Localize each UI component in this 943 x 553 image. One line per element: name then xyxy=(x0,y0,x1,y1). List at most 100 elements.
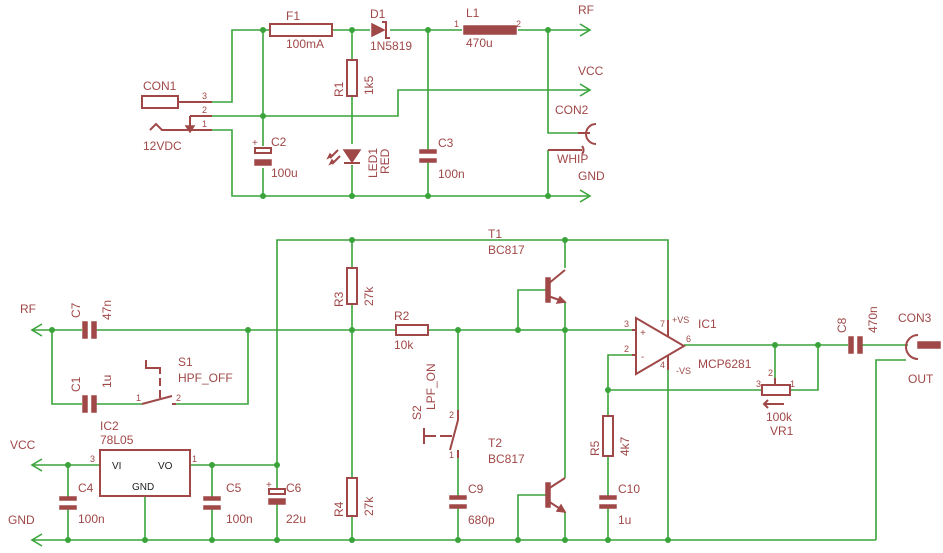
s2-pin2: 2 xyxy=(449,410,454,420)
s1-value: HPF_OFF xyxy=(178,371,233,385)
capacitor-c3 xyxy=(419,149,437,163)
r5-value: 4k7 xyxy=(618,436,632,456)
vcc-top-label: VCC xyxy=(578,64,604,78)
led1-value: RED xyxy=(378,148,392,174)
r2-value: 10k xyxy=(394,338,414,352)
out-label: OUT xyxy=(908,372,934,386)
c2-value: 100u xyxy=(271,166,298,180)
c2-label: C2 xyxy=(271,135,287,149)
c3-label: C3 xyxy=(438,136,454,150)
s1-pin2: 2 xyxy=(176,393,181,403)
con2-label: CON2 xyxy=(555,103,589,117)
con1-pin3: 3 xyxy=(202,91,207,101)
con1-pin1: 1 xyxy=(202,119,207,129)
ic1-pin3: 3 xyxy=(624,319,629,329)
c10-label: C10 xyxy=(618,482,640,496)
r1-label: R1 xyxy=(332,81,346,97)
f1-value: 100mA xyxy=(286,37,324,51)
con3-label: CON3 xyxy=(898,311,932,325)
r3-value: 27k xyxy=(362,286,376,306)
c8-value: 470n xyxy=(866,306,880,333)
led1-label: LED1 xyxy=(366,148,380,178)
c9-value: 680p xyxy=(468,513,495,527)
switch-s2 xyxy=(423,410,459,458)
switch-s1 xyxy=(141,360,176,405)
ic2-pin3: 3 xyxy=(90,454,95,464)
c2-plus: + xyxy=(252,138,258,149)
r5-label: R5 xyxy=(588,440,602,456)
resistor-r1 xyxy=(346,59,358,97)
capacitor-c9 xyxy=(449,495,467,509)
c7-value: 47n xyxy=(100,300,114,320)
gnd-top-label: GND xyxy=(578,169,605,183)
c4-label: C4 xyxy=(78,481,94,495)
c1-value: 1u xyxy=(100,375,114,388)
capacitor-c1 xyxy=(82,395,97,413)
ic2-gnd: GND xyxy=(132,482,154,493)
s1-pin1: 1 xyxy=(136,393,141,403)
con1-label: CON1 xyxy=(143,79,177,93)
rf-top-label: RF xyxy=(578,3,594,17)
vr1-pin2: 2 xyxy=(768,368,773,378)
d1-label: D1 xyxy=(370,7,386,21)
ic1-pin6: 6 xyxy=(686,334,691,344)
con3-out-symbol xyxy=(905,334,941,360)
capacitor-c6 xyxy=(268,488,286,505)
ic2-value: 78L05 xyxy=(100,433,134,447)
supply-voltage-label: 12VDC xyxy=(143,139,182,153)
c6-label: C6 xyxy=(286,481,302,495)
con1-pin2: 2 xyxy=(202,105,207,115)
r4-label: R4 xyxy=(332,501,346,517)
ic1-label: IC1 xyxy=(698,317,717,331)
c6-value: 22u xyxy=(286,512,306,526)
inductor-l1 xyxy=(463,25,517,35)
capacitor-c7 xyxy=(82,321,97,339)
c5-label: C5 xyxy=(226,481,242,495)
s2-label: S2 xyxy=(410,405,424,420)
ic2-vo: VO xyxy=(158,461,173,472)
f1-label: F1 xyxy=(286,9,300,23)
resistor-r3 xyxy=(346,267,358,305)
c1-label: C1 xyxy=(69,376,83,392)
s2-pin1: 1 xyxy=(449,450,454,460)
regulator-ic2 xyxy=(99,449,191,497)
c7-label: C7 xyxy=(69,302,83,318)
main-port-arrows xyxy=(30,323,43,547)
transistor-t2 xyxy=(545,477,567,513)
s2-value: LPF_ON xyxy=(424,363,438,410)
c8-label: C8 xyxy=(835,317,849,333)
vcc-left-label: VCC xyxy=(10,438,36,452)
ic2-label: IC2 xyxy=(100,419,119,433)
c10-value: 1u xyxy=(618,513,631,527)
t1-label: T1 xyxy=(488,227,502,241)
c5-value: 100n xyxy=(226,512,253,526)
ic1-pin2: 2 xyxy=(624,344,629,354)
led-led1 xyxy=(326,149,362,166)
t2-label: T2 xyxy=(488,436,502,450)
ic1-pin4: 4 xyxy=(660,360,665,370)
gnd-left-label: GND xyxy=(8,513,35,527)
vr1-label: VR1 xyxy=(770,424,794,438)
ic1-vminus: -VS xyxy=(676,366,691,376)
con2-whip-symbol xyxy=(548,123,597,155)
l1-label: L1 xyxy=(466,6,480,20)
resistor-r4 xyxy=(346,477,358,517)
con1-symbol xyxy=(141,95,212,134)
capacitor-c2 xyxy=(254,147,272,166)
resistor-r2 xyxy=(395,324,429,336)
potentiometer-vr1 xyxy=(761,378,791,409)
capacitor-c8 xyxy=(848,336,863,354)
diode-d1 xyxy=(371,21,390,39)
ic1-minus-sign: - xyxy=(641,352,644,363)
s1-label: S1 xyxy=(178,355,193,369)
ic2-vi: VI xyxy=(112,461,121,472)
capacitor-c10 xyxy=(599,495,617,509)
vr1-value: 100k xyxy=(766,410,793,424)
resistor-r5 xyxy=(602,415,614,457)
vr1-pin1: 1 xyxy=(790,379,795,389)
supply-junctions xyxy=(260,27,551,199)
t1-value: BC817 xyxy=(488,243,525,257)
l1-value: 470u xyxy=(466,36,493,50)
